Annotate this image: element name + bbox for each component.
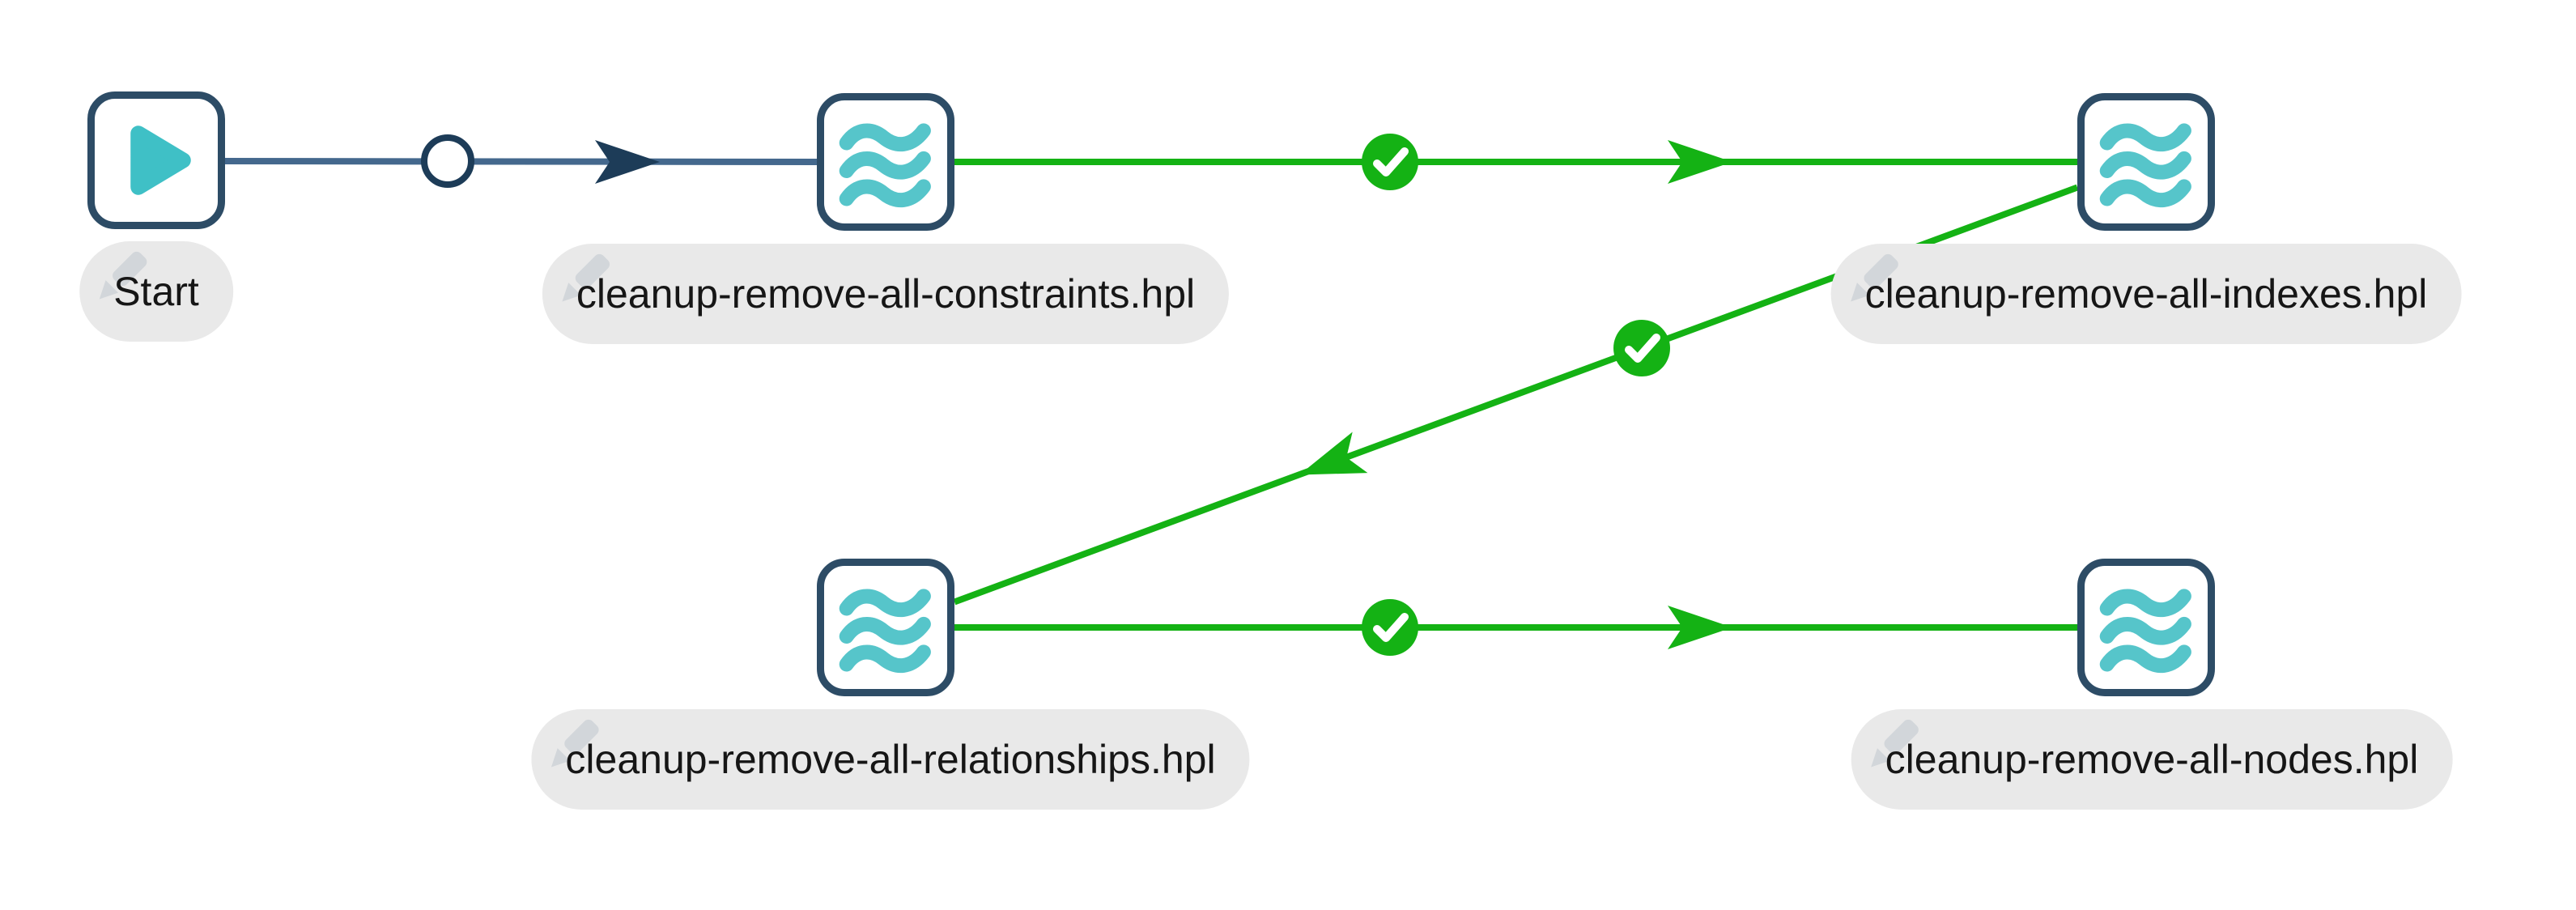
pencil-icon <box>1871 719 1919 768</box>
node-label-text: cleanup-remove-all-constraints.hpl <box>576 271 1196 317</box>
unconditional-circle-icon[interactable] <box>421 134 474 188</box>
hop-arrowhead-icon <box>595 140 660 184</box>
node-nodes-pipeline[interactable] <box>2077 559 2215 696</box>
node-label-text: cleanup-remove-all-relationships.hpl <box>565 737 1216 782</box>
pencil-icon <box>1851 253 1898 302</box>
play-icon <box>130 125 191 195</box>
pipeline-waves-icon <box>839 589 931 674</box>
node-label-nodes[interactable]: cleanup-remove-all-nodes.hpl <box>1851 709 2453 810</box>
pipeline-waves-icon <box>2099 589 2191 674</box>
success-checkmark-icon[interactable] <box>1362 599 1418 656</box>
hop-constraints-to-indexes[interactable] <box>954 134 2077 190</box>
node-label-start[interactable]: Start <box>79 241 233 342</box>
node-label-constraints[interactable]: cleanup-remove-all-constraints.hpl <box>542 244 1230 344</box>
hop-start-to-constraints[interactable] <box>224 134 818 188</box>
pipeline-waves-icon <box>839 123 931 208</box>
node-label-indexes[interactable]: cleanup-remove-all-indexes.hpl <box>1830 244 2462 344</box>
pencil-icon <box>99 251 147 300</box>
pencil-icon <box>550 719 599 768</box>
node-label-text: cleanup-remove-all-nodes.hpl <box>1885 737 2419 782</box>
node-label-relationships[interactable]: cleanup-remove-all-relationships.hpl <box>531 709 1250 810</box>
success-checkmark-icon[interactable] <box>1613 320 1670 376</box>
node-label-text: cleanup-remove-all-indexes.hpl <box>1864 271 2428 317</box>
node-label-text: Start <box>113 269 199 314</box>
node-constraints-pipeline[interactable] <box>817 93 954 231</box>
node-indexes-pipeline[interactable] <box>2077 93 2215 231</box>
node-relationships-pipeline[interactable] <box>817 559 954 696</box>
hop-arrowhead-icon <box>1668 140 1732 184</box>
hop-arrowhead-icon <box>1299 432 1368 475</box>
hop-arrowhead-icon <box>1668 606 1732 649</box>
pipeline-waves-icon <box>2099 123 2191 208</box>
node-start[interactable] <box>87 91 225 229</box>
hop-relationships-to-nodes[interactable] <box>954 599 2077 656</box>
success-checkmark-icon[interactable] <box>1362 134 1418 190</box>
pencil-icon <box>562 253 610 302</box>
